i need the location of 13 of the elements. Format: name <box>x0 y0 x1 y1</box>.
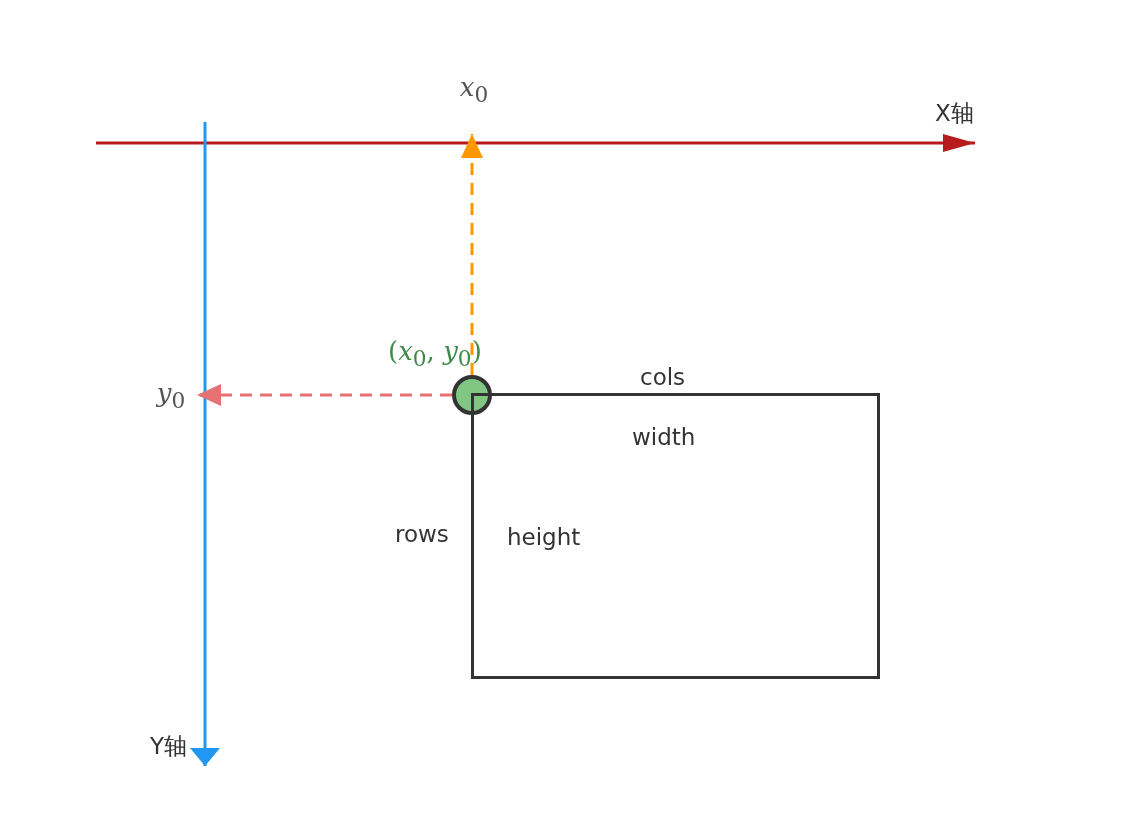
dimension-text: width <box>632 424 696 450</box>
coordinate-label: y$_{0}$ <box>145 378 197 414</box>
dimension-label: cols <box>640 364 686 390</box>
dimension-label: rows <box>395 521 449 547</box>
rectangle <box>471 393 880 679</box>
point-label: (x$_{0}$, y$_{0}$) <box>388 336 482 372</box>
dimension-text: height <box>507 524 581 550</box>
point-marker <box>452 375 492 415</box>
coordinate-label: x$_{0}$ <box>452 72 496 134</box>
axis-label: Y轴 <box>150 732 188 761</box>
arrow <box>197 384 452 406</box>
arrow <box>461 134 483 375</box>
axis-label: X轴 <box>935 99 974 128</box>
